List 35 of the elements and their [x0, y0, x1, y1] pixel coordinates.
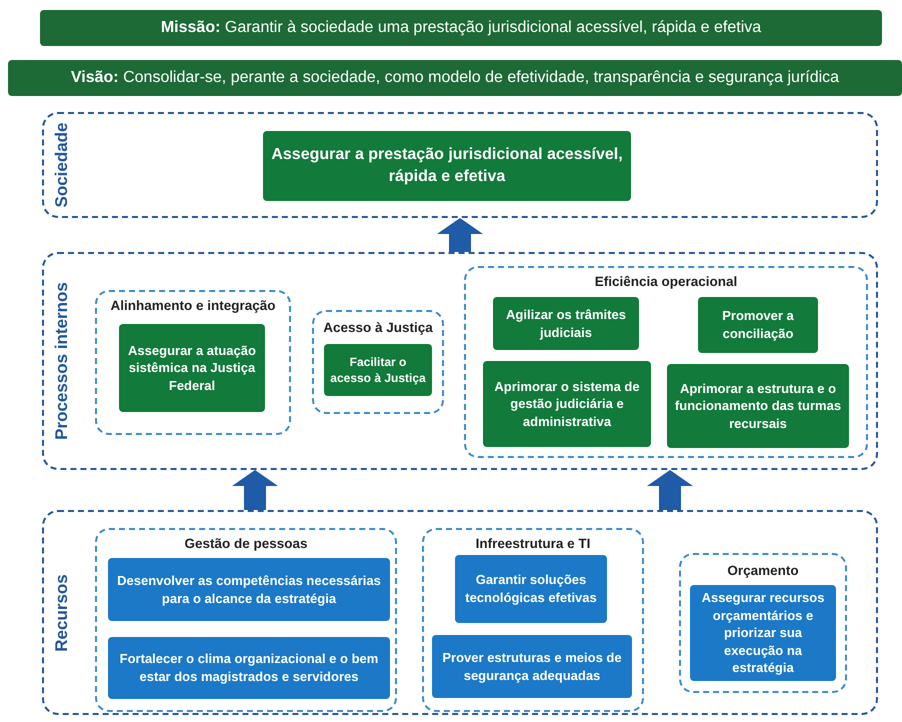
group-title: Alinhamento e integração — [109, 298, 277, 313]
objective-box: Fortalecer o clima organizacional e o bem estar dos magistrados e servidores — [108, 637, 390, 699]
objective-box: Garantir soluções tecnológicas efetivas — [455, 555, 607, 623]
objective-box: Promover a conciliação — [698, 297, 818, 353]
group-title: Gestão de pessoas — [183, 536, 309, 551]
group-title: Orçamento — [726, 563, 800, 578]
perspective-panel — [42, 252, 878, 470]
group-title: Infreestrutura e TI — [474, 536, 592, 551]
theme-group — [95, 290, 291, 435]
objective-box: Assegurar recursos orçamentários e priorizar sua execução na estratégia — [690, 585, 836, 681]
perspective-label: Recursos — [52, 574, 72, 652]
objective-box: Aprimorar o sistema de gestão judiciária e administrativa — [483, 361, 651, 447]
objective-box: Facilitar o acesso à Justiça — [324, 344, 432, 396]
perspective-label: Processos internos — [52, 282, 72, 440]
theme-group — [464, 266, 868, 458]
objective-box: Aprimorar a estrutura e o funcionamento das turmas recursais — [667, 364, 849, 448]
objective-box: Assegurar a prestação jurisdicional acessível, rápida e efetiva — [263, 131, 631, 201]
theme-group — [312, 310, 444, 414]
objective-box: Prover estruturas e meios de segurança adequadas — [432, 635, 632, 698]
statement-banner: Visão: Consolidar-se, perante a sociedade, como modelo de efetividade, transparência e segurança jurídica — [8, 60, 902, 96]
perspective-panel — [42, 112, 878, 218]
block-arrow — [647, 470, 693, 510]
block-arrow — [232, 470, 278, 510]
perspective-label: Sociedade — [52, 122, 72, 208]
theme-group — [679, 553, 847, 693]
theme-group — [95, 528, 397, 712]
theme-group — [422, 528, 644, 712]
objective-box: Agilizar os trâmites judiciais — [493, 297, 639, 350]
objective-box: Desenvolver as competências necessárias para o alcance da estratégia — [108, 558, 390, 621]
statement-banner: Missão: Garantir à sociedade uma prestação jurisdicional acessível, rápida e efetiva — [40, 10, 882, 46]
group-title: Acesso à Justiça — [322, 320, 434, 335]
objective-box: Assegurar a atuação sistêmica na Justiça Federal — [119, 324, 265, 412]
perspective-panel — [42, 510, 878, 715]
group-title: Eficiência operacional — [594, 274, 738, 289]
block-arrow — [437, 218, 483, 252]
